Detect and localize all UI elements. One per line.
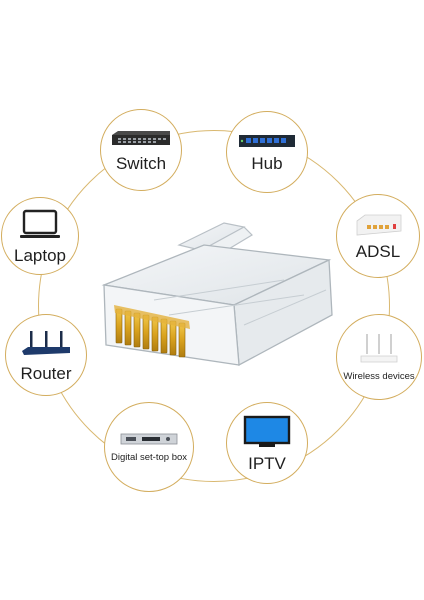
router-node: Router (5, 314, 87, 396)
connection-ring (38, 130, 390, 482)
adsl-node: ADSL (336, 194, 420, 278)
switch-node: Switch (100, 109, 182, 191)
switch-label: Switch (115, 153, 167, 173)
set-top-box-node: Digital set-top box (104, 402, 194, 492)
wireless-devices-node: Wireless devices (336, 314, 422, 400)
network-switch-icon (112, 130, 170, 145)
router-label: Router (20, 363, 72, 383)
hub-node: Hub (226, 111, 308, 193)
iptv-node: IPTV (226, 402, 308, 484)
rj45-connector-icon (101, 222, 333, 367)
laptop-icon (20, 209, 60, 238)
wireless-devices-label: Wireless devices (343, 371, 415, 383)
adsl-label: ADSL (355, 241, 401, 261)
set-top-box-icon (120, 433, 178, 445)
tv-icon (243, 415, 291, 447)
laptop-label: Laptop (14, 245, 66, 265)
adsl-modem-icon (356, 214, 402, 235)
set-top-box-label: Digital set-top box (110, 452, 188, 464)
laptop-node: Laptop (1, 197, 79, 275)
wireless-access-point-icon (360, 334, 398, 363)
network-hub-icon (239, 134, 295, 147)
hub-label: Hub (251, 153, 283, 173)
router-icon (22, 330, 70, 355)
iptv-label: IPTV (248, 453, 286, 473)
